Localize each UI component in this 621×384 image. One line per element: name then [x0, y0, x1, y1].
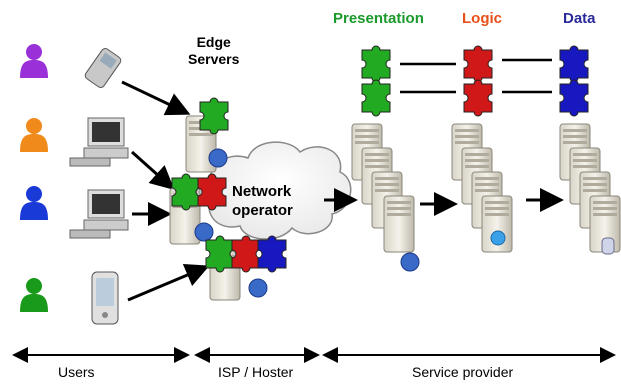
user-green-icon	[20, 278, 48, 312]
presentation-server-stack	[351, 123, 415, 253]
puzzle-piece-blue-icon	[257, 235, 287, 273]
network-operator-label: Network operator	[232, 182, 293, 220]
pda-icon	[91, 271, 119, 325]
user-blue-icon	[20, 186, 48, 220]
puzzle-piece-red-icon	[231, 235, 261, 273]
users-label: Users	[58, 364, 95, 380]
edge-servers-label-line1: Edge	[196, 34, 231, 50]
arrow-desktop-to-edge	[130, 150, 175, 191]
user-arrows	[121, 80, 210, 302]
edge-servers-label-line2: Servers	[188, 51, 240, 67]
presentation-header: Presentation	[333, 10, 424, 27]
desktop-computer-icon	[69, 189, 129, 239]
gears-icon	[490, 230, 506, 246]
puzzle-piece-green-icon	[171, 173, 201, 211]
puzzle-piece-red-icon	[197, 173, 227, 211]
puzzle-piece-green-icon	[199, 97, 229, 135]
flow-arrows	[324, 188, 564, 216]
tier-connector-lines	[400, 58, 552, 94]
user-orange-icon	[20, 118, 48, 152]
user-purple-icon	[20, 44, 48, 78]
globe-icon	[208, 148, 228, 168]
puzzle-piece-green-icon	[205, 235, 235, 273]
data-server-stack	[559, 123, 621, 253]
arrow-pda-to-edge	[127, 263, 210, 302]
network-operator-label-line2: operator	[232, 202, 293, 219]
desktop-computer-icon	[69, 117, 129, 167]
database-icon	[601, 237, 615, 255]
service-provider-label: Service provider	[412, 364, 514, 380]
mobile-phone-icon	[84, 48, 122, 88]
edge-servers-label: Edge Servers	[188, 34, 239, 68]
data-puzzle-stack-icon	[559, 45, 589, 117]
globe-icon	[248, 278, 268, 298]
presentation-puzzle-stack-icon	[361, 45, 391, 117]
network-operator-label-line1: Network	[232, 183, 292, 200]
globe-icon	[194, 222, 214, 242]
globe-icon	[400, 252, 420, 272]
arrow-phone-to-edge	[121, 80, 191, 116]
logic-puzzle-stack-icon	[463, 45, 493, 117]
isp-hoster-label: ISP / Hoster	[218, 364, 294, 380]
logic-header: Logic	[462, 10, 502, 27]
data-header: Data	[563, 10, 596, 27]
